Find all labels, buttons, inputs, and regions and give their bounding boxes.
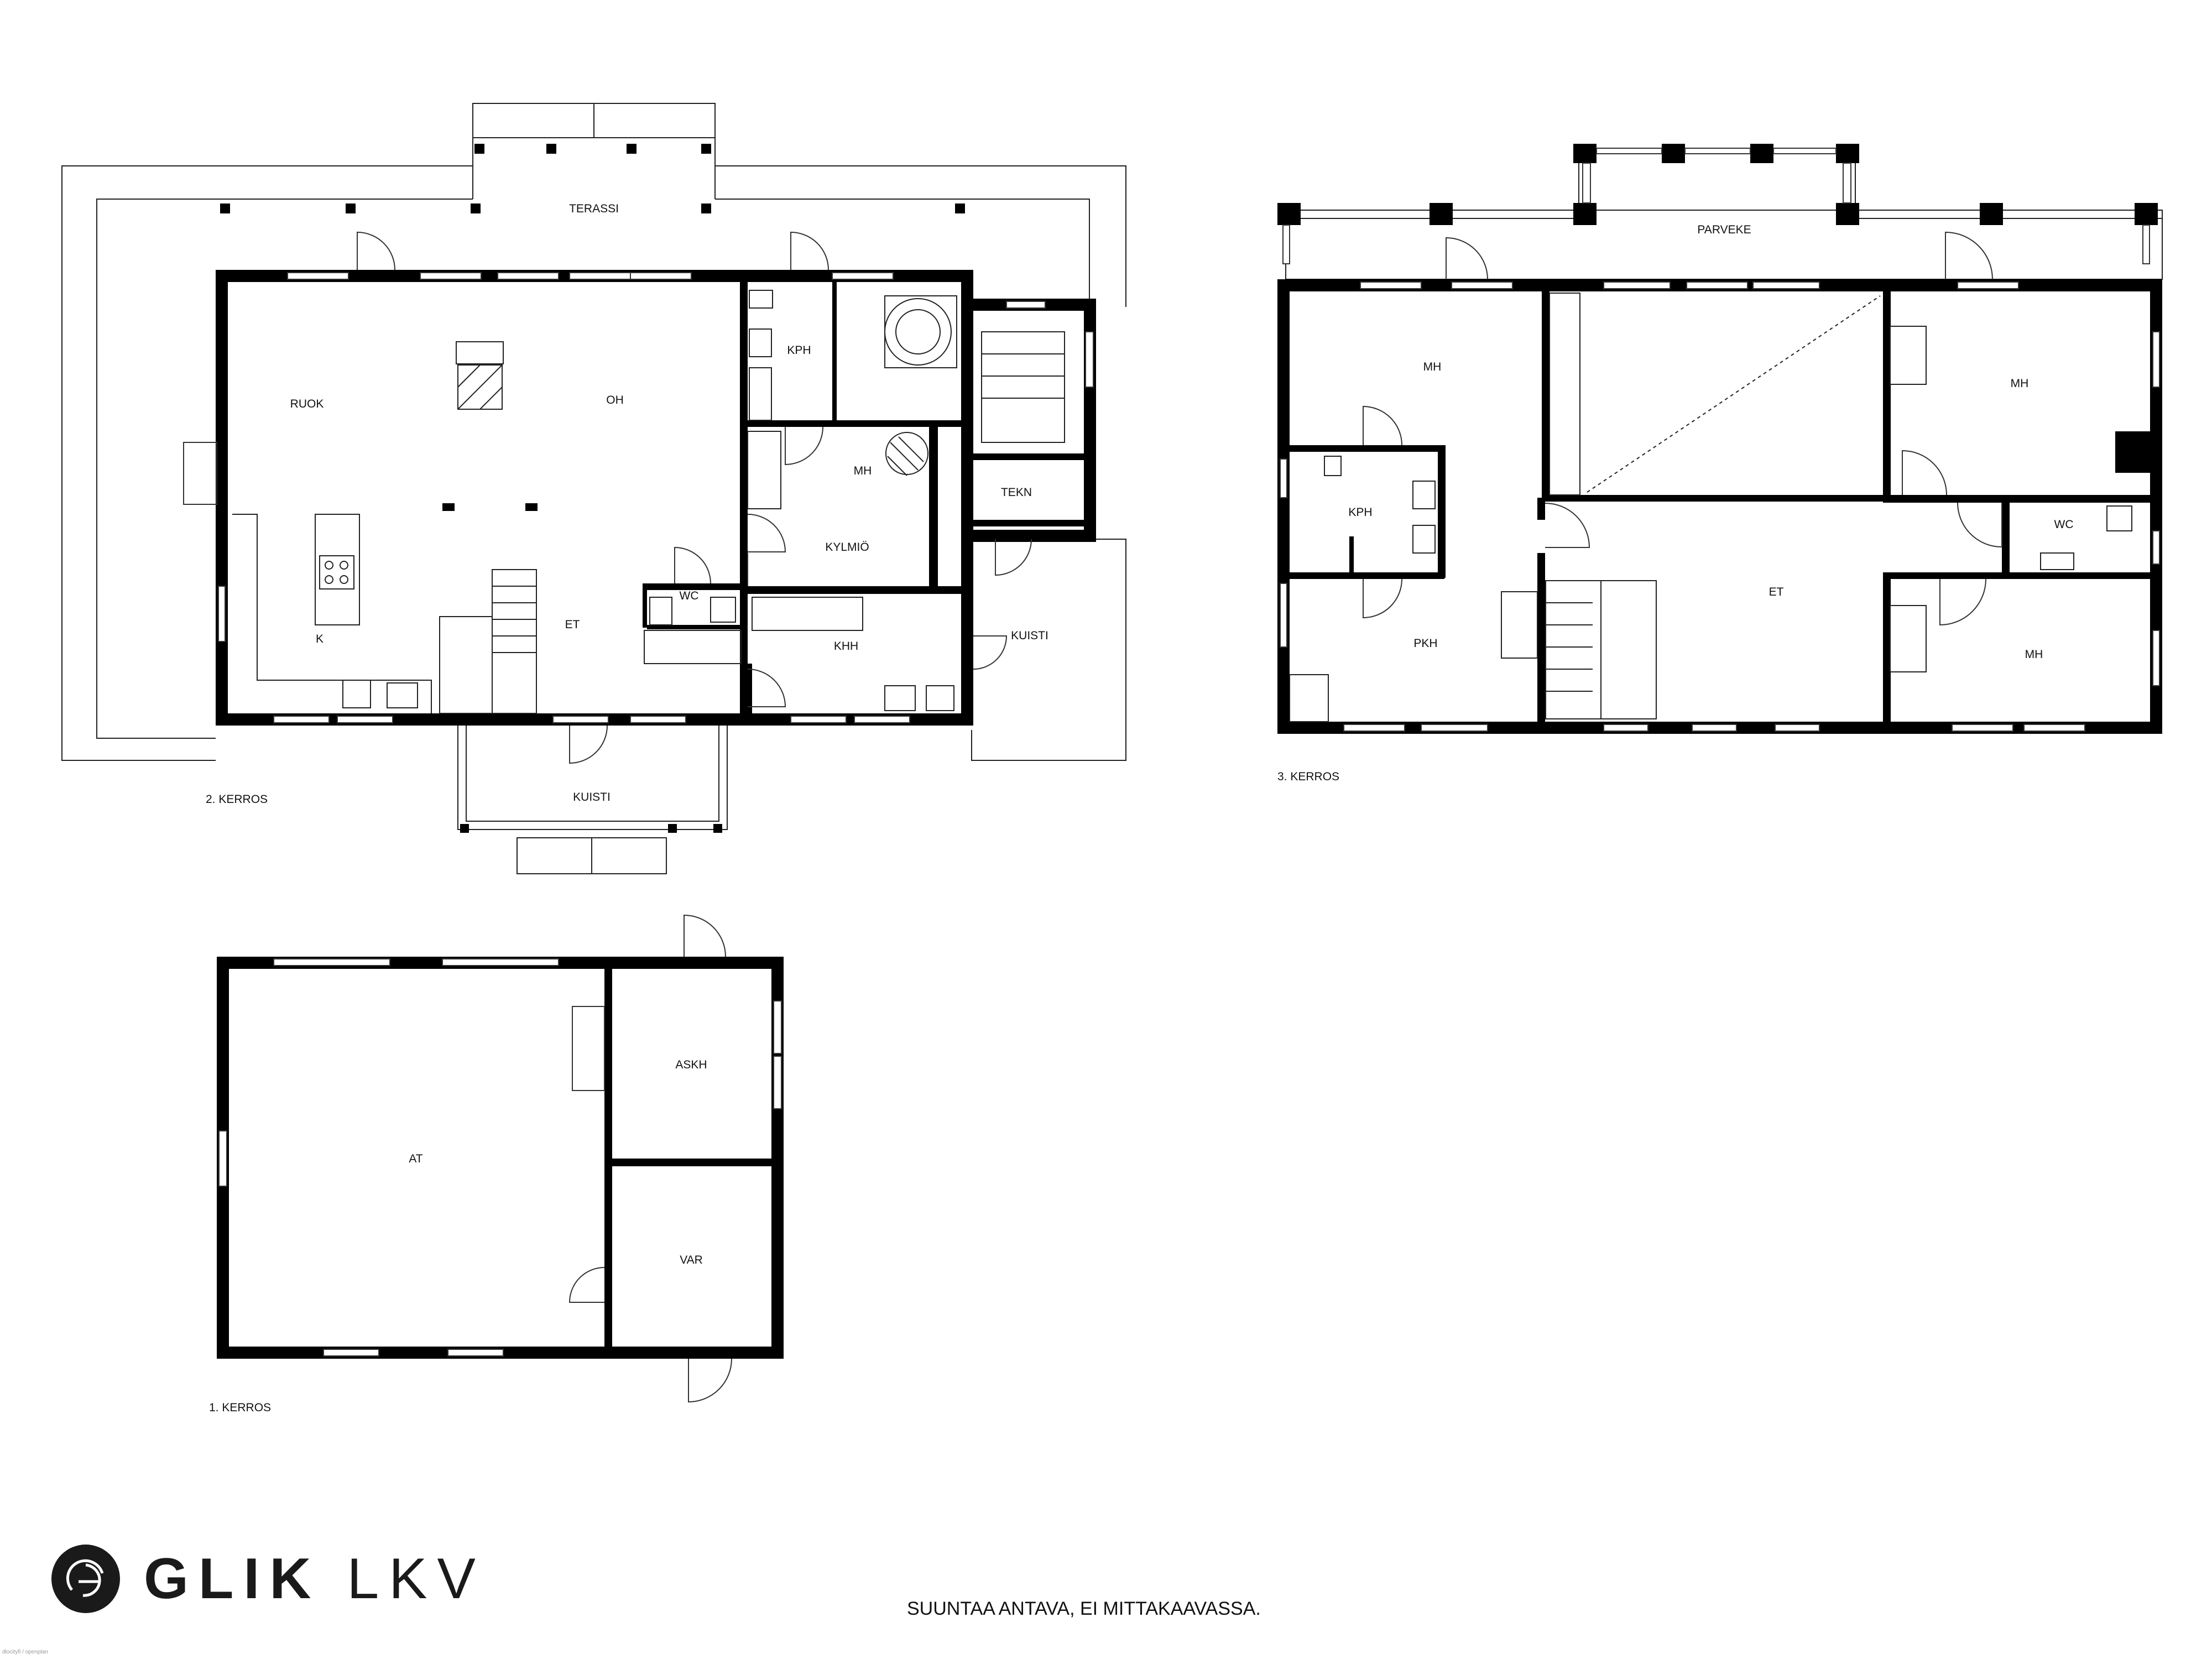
- brand-mark-icon: [51, 1545, 120, 1613]
- floor-2-caption: 2. KERROS: [206, 793, 268, 806]
- room-label-et: ET: [565, 618, 580, 631]
- room-label-ruok: RUOK: [290, 398, 324, 410]
- floor-1-doors: [568, 914, 732, 1403]
- room-label-mh: MH: [854, 465, 872, 477]
- terrace-outline: [61, 103, 1126, 761]
- room-label-var: VAR: [680, 1254, 703, 1266]
- room-label-kylmio: KYLMIÖ: [825, 541, 869, 554]
- brand-name-light: LKV: [347, 1547, 486, 1611]
- front-porch: [457, 726, 728, 874]
- floor-3-windows: [1280, 281, 2160, 732]
- floor-2-walls: [216, 270, 1096, 726]
- brand-name-bold: GLIK: [144, 1547, 321, 1611]
- brand-logo: GLIK LKV: [50, 1543, 486, 1615]
- floor-2-fixtures: [232, 290, 1065, 714]
- floor-3-doors: [1363, 231, 2002, 626]
- room-label-parveke: PARVEKE: [1697, 223, 1751, 236]
- room-label-mh-left: MH: [1423, 361, 1442, 373]
- room-label-kuisti-front: KUISTI: [573, 791, 611, 804]
- room-label-askh: ASKH: [675, 1058, 707, 1071]
- terrace-posts: [220, 144, 965, 213]
- floor-1-plan: ASKH AT VAR 1. KERROS: [209, 914, 784, 1414]
- brand-wordmark: GLIK LKV: [144, 1550, 486, 1608]
- floor-1-windows: [218, 958, 782, 1357]
- floor-1-caption: 1. KERROS: [209, 1401, 271, 1414]
- room-label-k: K: [316, 633, 324, 645]
- scale-disclaimer: SUUNTAA ANTAVA, EI MITTAKAAVASSA.: [907, 1598, 1261, 1619]
- floor-3-fixtures: [1289, 293, 2132, 722]
- floor-3-plan: PARVEKE MH MH KPH WC ET PKH MH 3. KERROS: [1277, 144, 2163, 783]
- room-label-mh-right-top: MH: [2011, 377, 2029, 390]
- room-label-at: AT: [409, 1152, 422, 1165]
- floor-3-caption: 3. KERROS: [1277, 770, 1339, 783]
- image-credit: dlocityfi / openplan: [2, 1649, 48, 1655]
- floor-1-walls: [217, 957, 784, 1359]
- floor-2-plan: TERASSI RUOK OH KPH MH TEKN KYLMIÖ WC ET…: [61, 103, 1126, 874]
- room-label-kph: KPH: [787, 344, 811, 357]
- balcony-outline: [1277, 144, 2163, 280]
- room-label-kuisti-side: KUISTI: [1011, 629, 1048, 642]
- room-label-wc: WC: [2054, 518, 2074, 531]
- room-label-pkh: PKH: [1413, 637, 1437, 650]
- floor-3-walls: [1277, 279, 2162, 734]
- room-label-wc: WC: [680, 589, 699, 602]
- room-label-tekn: TEKN: [1001, 486, 1032, 499]
- room-label-kph: KPH: [1348, 506, 1372, 519]
- floor-2-doors: [183, 231, 1032, 764]
- room-label-et: ET: [1769, 586, 1784, 598]
- room-label-khh: KHH: [834, 640, 858, 653]
- room-label-terassi: TERASSI: [569, 202, 619, 215]
- floor-2-windows: [218, 272, 1094, 723]
- room-label-oh: OH: [606, 394, 624, 406]
- room-label-mh-right-bottom: MH: [2025, 648, 2043, 661]
